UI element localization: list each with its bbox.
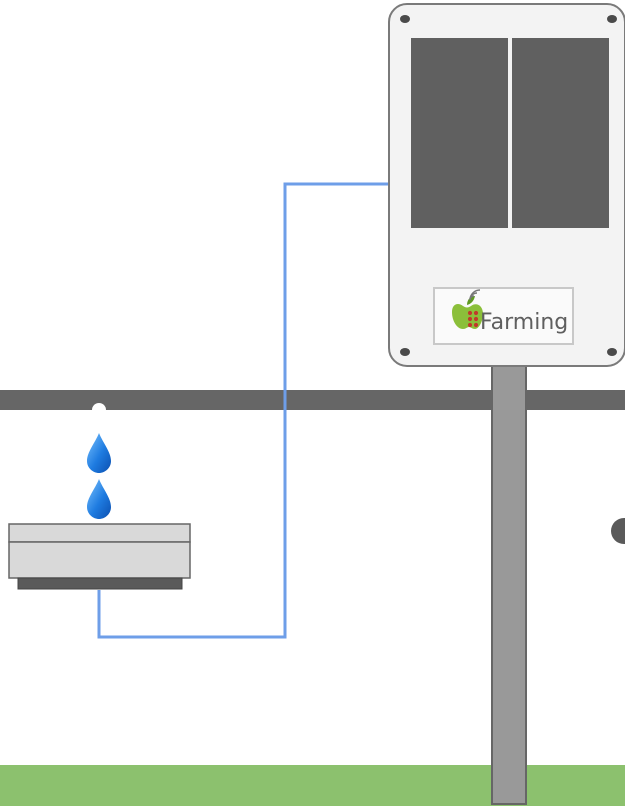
valve-base bbox=[18, 578, 182, 589]
solar-panel-left bbox=[411, 38, 508, 228]
mounting-pole bbox=[492, 364, 526, 804]
valve-top bbox=[9, 524, 190, 542]
irrigation-valve bbox=[9, 524, 190, 589]
ground-strip bbox=[0, 765, 625, 806]
screw-icon bbox=[400, 15, 410, 23]
solar-panel-right bbox=[512, 38, 609, 228]
water-drop-icon bbox=[87, 479, 111, 519]
edge-marker bbox=[611, 518, 625, 544]
apple-icon bbox=[452, 304, 483, 329]
valve-body bbox=[9, 542, 190, 578]
ifarming-logo: Farming bbox=[434, 288, 573, 344]
drip-nozzle bbox=[92, 403, 106, 417]
screw-icon bbox=[607, 348, 617, 356]
screw-icon bbox=[400, 348, 410, 356]
water-drop-icon bbox=[87, 433, 111, 473]
logo-text: Farming bbox=[480, 310, 568, 335]
solar-sensor-station: Farming bbox=[389, 4, 625, 366]
screw-icon bbox=[607, 15, 617, 23]
